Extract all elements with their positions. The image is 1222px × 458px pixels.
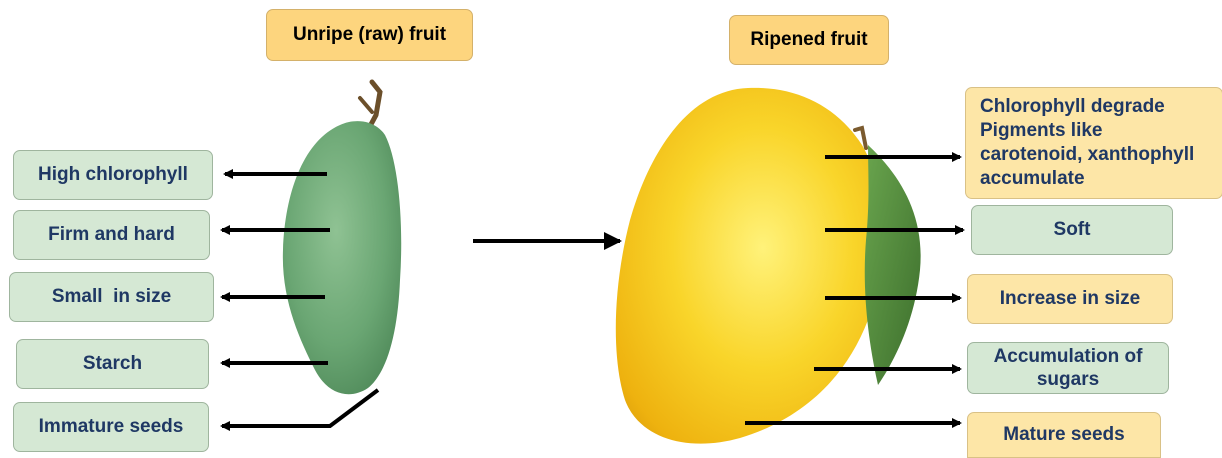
trait-starch: Starch [16, 339, 209, 389]
leaf-icon [865, 145, 921, 385]
trait-sugars-line-1: Accumulation of [994, 345, 1143, 368]
trait-soft: Soft [971, 205, 1173, 255]
trait-chlorophyll-line-1: Chlorophyll degrade [980, 95, 1165, 119]
trait-chlorophyll-line-2: Pigments like [980, 119, 1103, 143]
trait-chlorophyll-line-3: carotenoid, xanthophyll [980, 143, 1194, 167]
trait-sugars-line-2: sugars [1037, 368, 1099, 391]
trait-chlorophyll-degrade: Chlorophyll degrade Pigments like carote… [965, 87, 1222, 199]
trait-firm-and-hard: Firm and hard [13, 210, 210, 260]
unripe-title: Unripe (raw) fruit [266, 9, 473, 61]
trait-immature-seeds: Immature seeds [13, 402, 209, 452]
trait-increase-in-size: Increase in size [967, 274, 1173, 324]
trait-high-chlorophyll: High chlorophyll [13, 150, 213, 200]
ripe-title: Ripened fruit [729, 15, 889, 65]
trait-mature-seeds: Mature seeds [967, 412, 1161, 458]
trait-accumulation-of-sugars: Accumulation of sugars [967, 342, 1169, 394]
unripe-mango-image [283, 82, 401, 394]
trait-small-in-size: Small in size [9, 272, 214, 322]
ripe-mango-image [616, 88, 921, 444]
trait-chlorophyll-line-4: accumulate [980, 167, 1085, 191]
arrow-immature-seeds [222, 390, 378, 426]
